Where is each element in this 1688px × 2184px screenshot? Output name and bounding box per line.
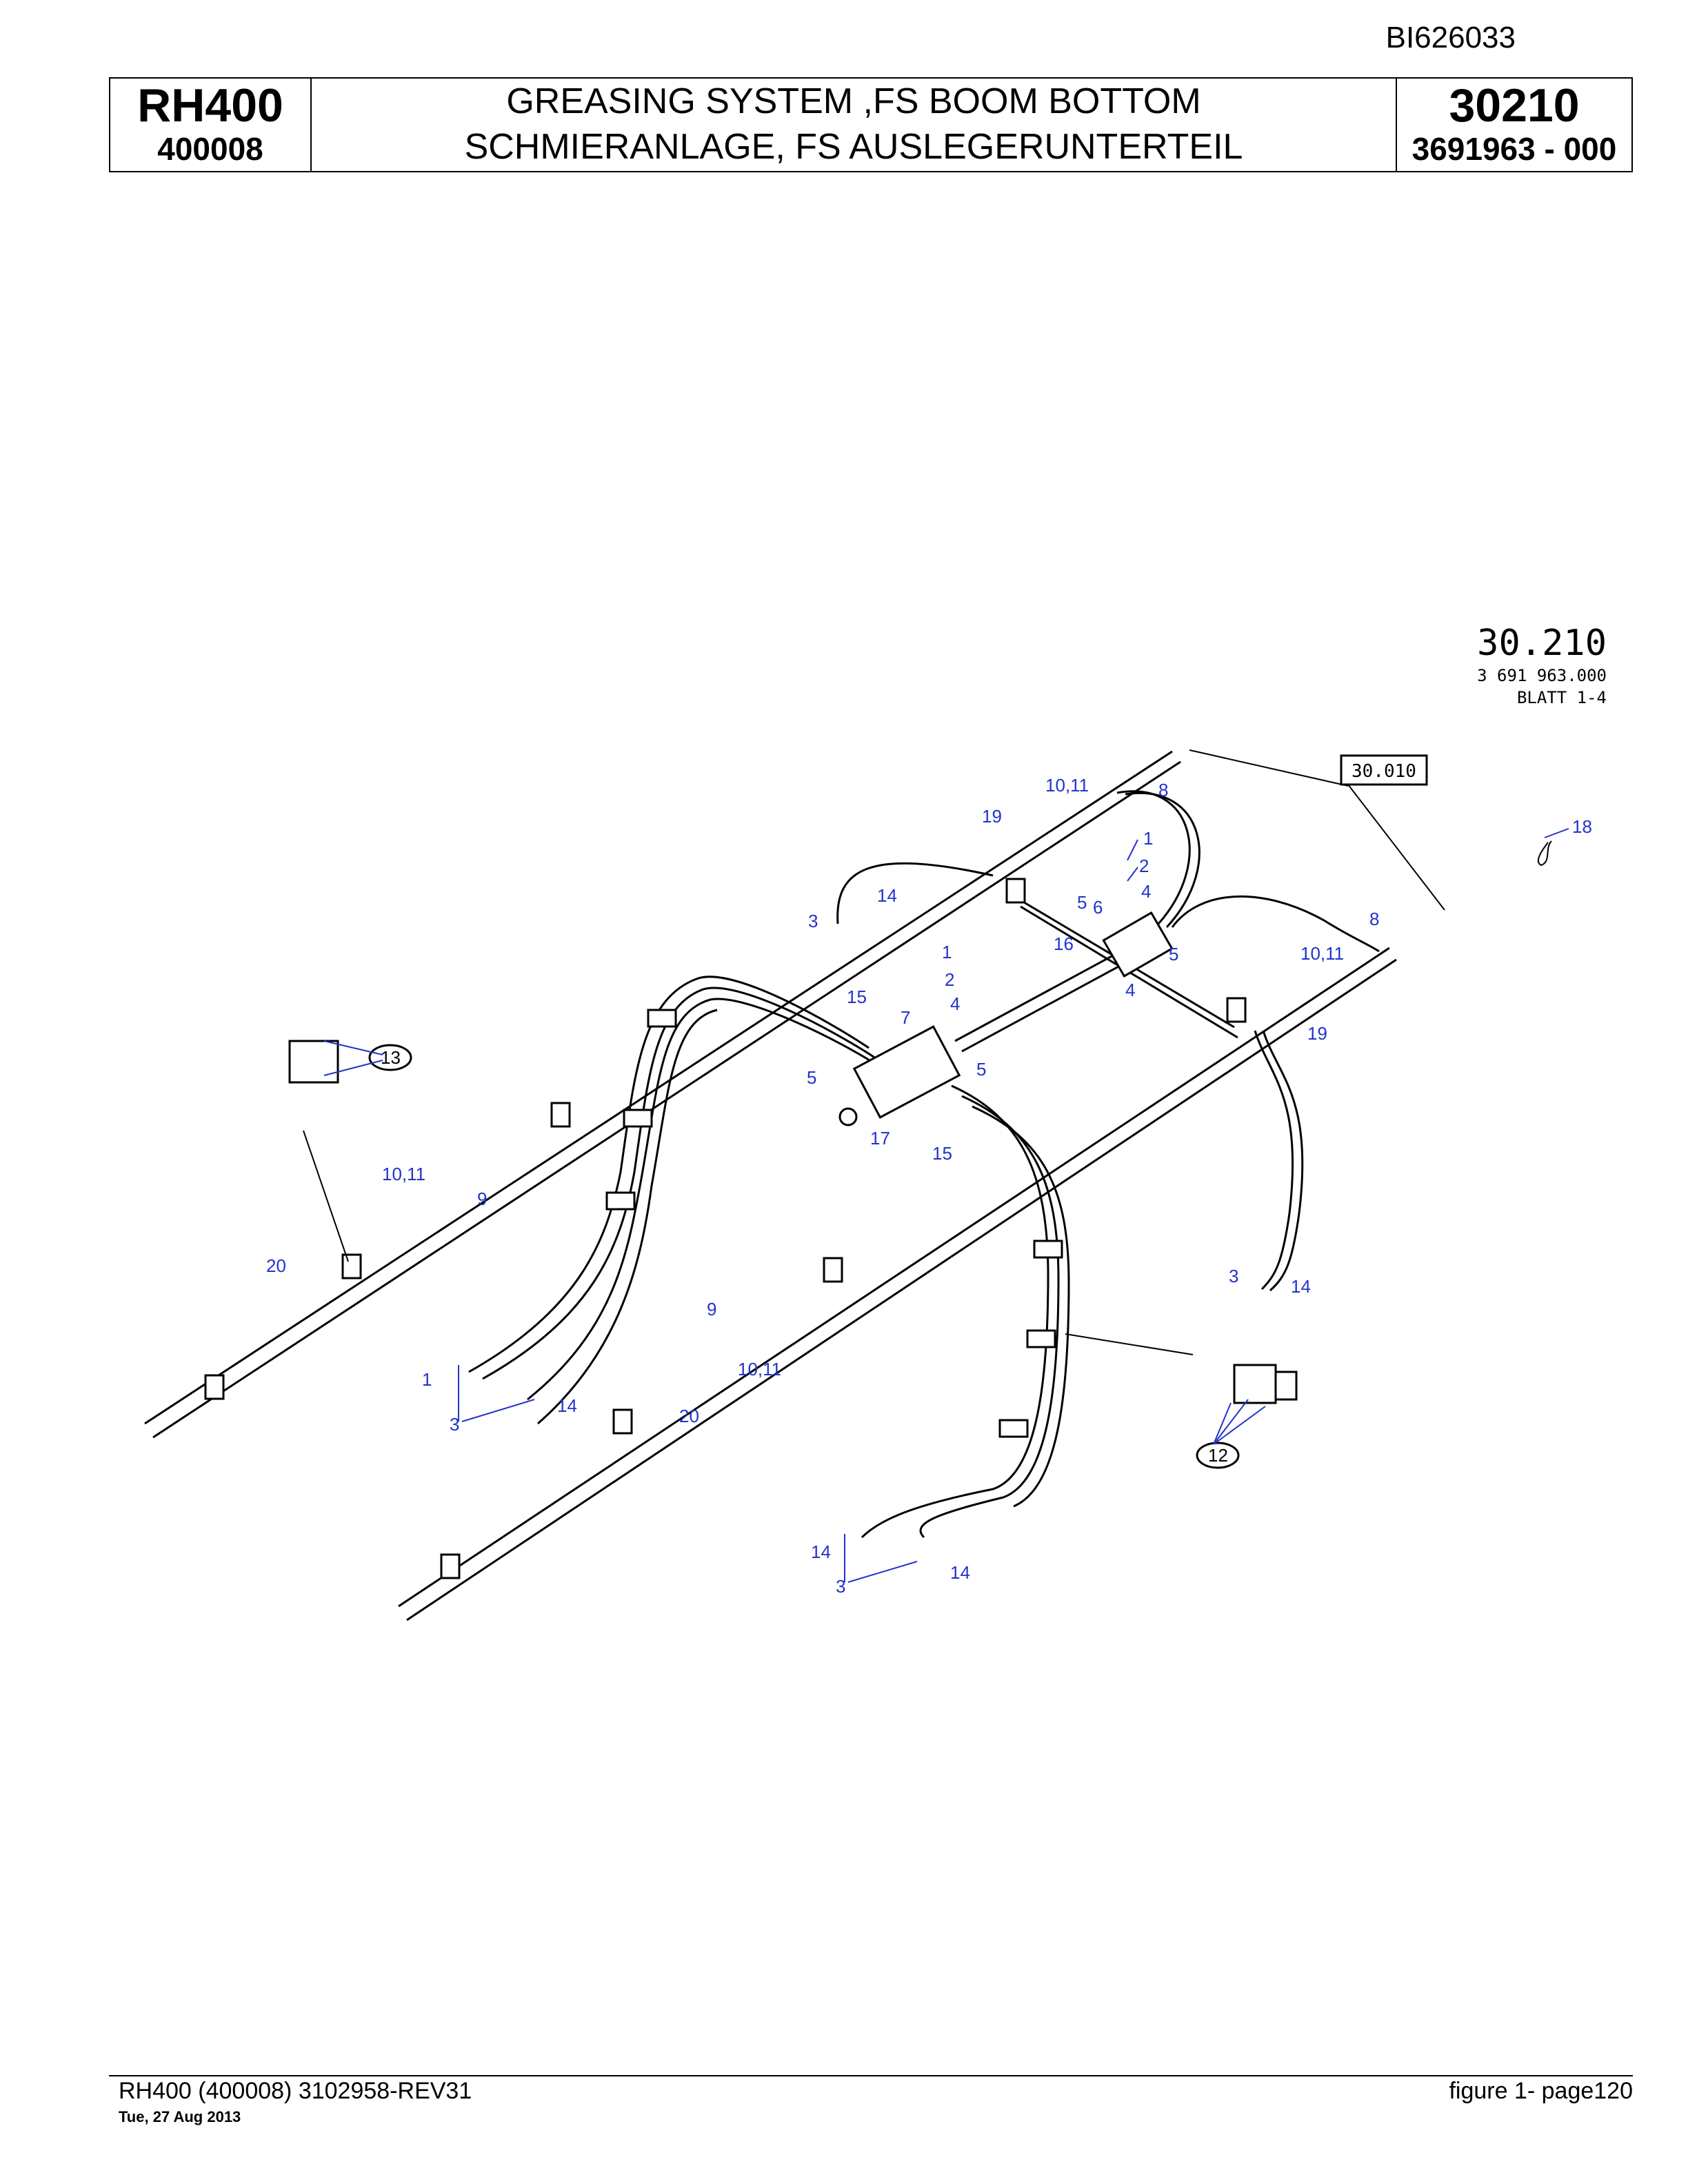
footer-rule: [109, 2075, 1633, 2076]
callout-16: 16: [1054, 933, 1074, 954]
callout-2b: 2: [945, 969, 954, 990]
callout-19: 19: [982, 806, 1002, 827]
callout-17: 17: [870, 1128, 890, 1149]
callout-4c: 4: [950, 993, 960, 1014]
callout-19b: 19: [1307, 1023, 1327, 1044]
callout-15: 15: [847, 987, 867, 1007]
callout-3: 3: [808, 911, 818, 931]
callout-1c: 1: [422, 1369, 432, 1390]
distributor-blocks: [288, 911, 1298, 1404]
callout-5c: 5: [807, 1067, 816, 1088]
title-en: GREASING SYSTEM ,FS BOOM BOTTOM: [506, 81, 1201, 121]
callout-box: [1340, 754, 1428, 786]
part-number: 3691963 - 000: [1411, 131, 1617, 167]
title-cell: GREASING SYSTEM ,FS BOOM BOTTOM SCHMIERA…: [312, 79, 1397, 171]
model-cell: RH400 400008: [110, 79, 312, 171]
callout-2: 2: [1139, 856, 1149, 876]
callout-14: 14: [877, 885, 897, 906]
callout-14b: 14: [557, 1395, 577, 1416]
callout-14c: 14: [1291, 1276, 1311, 1297]
callout-6: 6: [1093, 897, 1103, 918]
callout-5d: 5: [976, 1059, 986, 1080]
item-balloons: [368, 1044, 1240, 1469]
callout-18: 18: [1572, 816, 1592, 837]
footer-date: Tue, 27 Aug 2013: [119, 2108, 241, 2125]
model: RH400: [137, 79, 283, 132]
title-de: SCHMIERANLAGE, FS AUSLEGERUNTERTEIL: [464, 127, 1243, 167]
ref-sheet: BLATT 1-4: [1517, 688, 1607, 707]
parts-diagram: 30.210 3 691 963.000 BLATT 1-4 30.010: [144, 623, 1607, 1621]
ref-number: 30.210: [1477, 623, 1607, 664]
pipe-clamps: [204, 878, 1247, 1579]
header-box: RH400 400008 GREASING SYSTEM ,FS BOOM BO…: [109, 77, 1633, 172]
callout-box-label: 30.010: [1352, 761, 1416, 782]
callout-4: 4: [1141, 881, 1151, 902]
callout-3c: 3: [1229, 1266, 1238, 1286]
callout-8: 8: [1158, 780, 1168, 800]
callout-3d: 3: [836, 1576, 845, 1597]
ref-part: 3 691 963.000: [1477, 666, 1607, 685]
callout-20b: 20: [679, 1406, 699, 1426]
callout-5b: 5: [1169, 944, 1178, 964]
footer-doc-ref: RH400 (400008) 3102958-REV31: [119, 2078, 472, 2104]
callout-9: 9: [477, 1189, 487, 1209]
callout-3b: 3: [450, 1414, 459, 1435]
callout-5: 5: [1077, 892, 1087, 913]
callout-8b: 8: [1369, 909, 1379, 929]
callout-13: 13: [381, 1047, 401, 1068]
callout-10-11c: 10,11: [382, 1164, 425, 1184]
callout-labels: 1 1 1 2 2 3 3 3 3 4 4 4 5 5 5 5 6 7 8 8 …: [266, 775, 1592, 1597]
footer-page: figure 1- page120: [1449, 2078, 1633, 2104]
callout-10-11b: 10,11: [1300, 943, 1344, 964]
callout-14e: 14: [950, 1562, 970, 1583]
callout-14d: 14: [811, 1541, 831, 1562]
callout-20: 20: [266, 1255, 286, 1276]
pipework: [144, 750, 1397, 1621]
callout-10-11d: 10,11: [738, 1359, 781, 1379]
document-id: BI626033: [1385, 21, 1516, 54]
callout-1: 1: [1143, 828, 1153, 849]
callout-9b: 9: [707, 1299, 716, 1320]
group-cell: 30210 3691963 - 000: [1397, 79, 1631, 171]
group-number: 30210: [1449, 79, 1580, 132]
callout-15b: 15: [932, 1143, 952, 1164]
callout-1b: 1: [942, 942, 952, 962]
callout-10-11: 10,11: [1045, 775, 1089, 796]
callout-4b: 4: [1125, 980, 1135, 1000]
serial: 400008: [157, 131, 263, 167]
callout-12: 12: [1208, 1445, 1228, 1466]
callout-7: 7: [901, 1007, 910, 1028]
